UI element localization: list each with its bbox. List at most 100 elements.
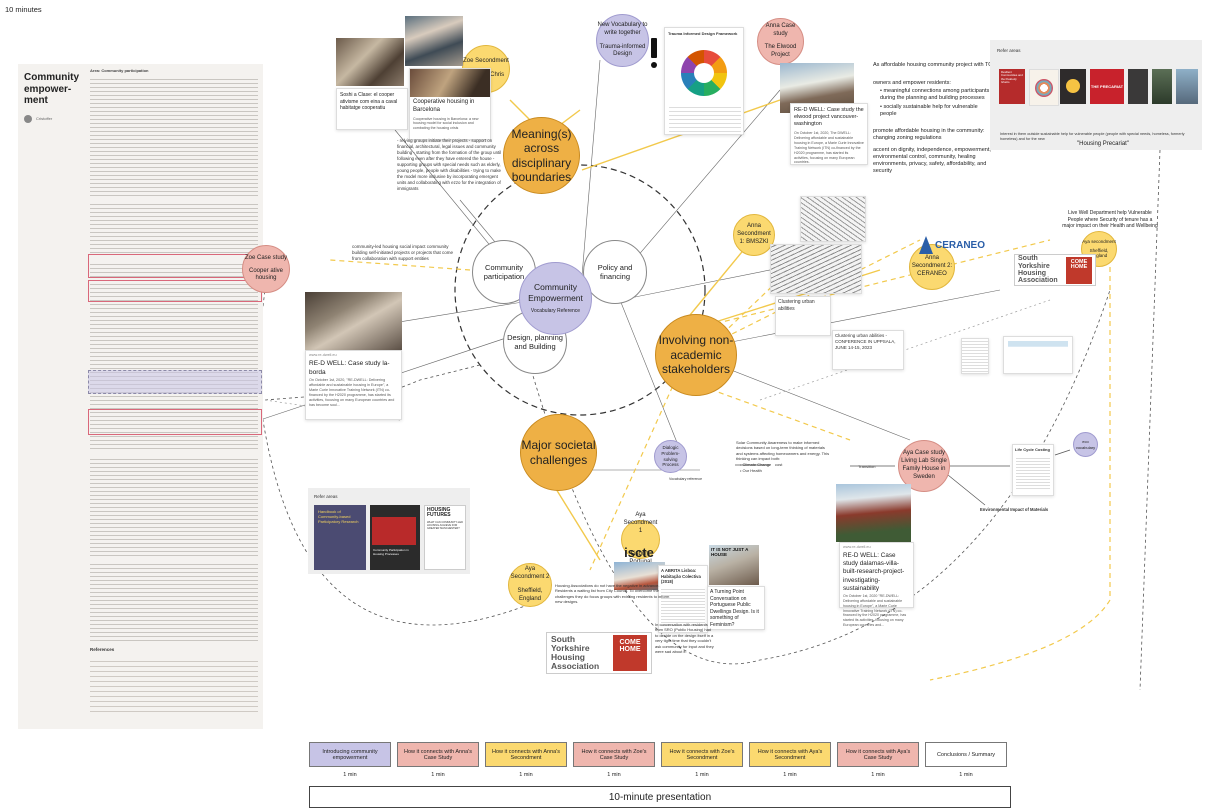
zoe-article-card-1[interactable]: Soshi a Clase: el cooper ativisme com ei…	[336, 88, 408, 130]
book-left-3: HOUSING FUTURES WHAT CAN COMMUNITY-LED H…	[424, 505, 466, 570]
circle-meaning[interactable]: Meaning(s) across disciplinary boundarie…	[503, 117, 580, 194]
zoe-case-photo	[305, 292, 402, 350]
circle-major-challenges[interactable]: Major societal challenges	[520, 414, 597, 491]
document-title: Community empower-ment	[24, 72, 79, 106]
lisbon-article-card[interactable]: A ABRITA Lisboa: Habitação Colectiva (20…	[658, 565, 708, 633]
anna-ceraneo-card-2[interactable]: Clustering urban abilities - CONFERENCE …	[832, 330, 904, 370]
solar-point-2: • Our Health	[740, 468, 762, 473]
solar-point-1: • Climate Change	[740, 462, 772, 467]
highlight-box-4	[88, 409, 262, 435]
book-right-7	[1176, 69, 1198, 104]
lisbon-photo	[614, 562, 665, 590]
timeline-step-3[interactable]: How it connects with Anna's Secondment	[485, 742, 567, 767]
time-label: 10 minutes	[5, 5, 42, 14]
anna-notes-2: • meaningful connections among participa…	[880, 88, 990, 102]
document-panel[interactable]: Community empower-ment Cristoffer Area: …	[18, 64, 263, 729]
highlight-box-1	[88, 254, 262, 278]
timeline-duration-3: 1 min	[519, 772, 533, 778]
highlight-box-3	[88, 370, 262, 394]
env-impact-label: Environmental Impact of Materials	[980, 507, 1049, 512]
zoe-photo-1	[336, 38, 404, 86]
circle-aya-case[interactable]: Aya Case study Living Lab Single Family …	[898, 440, 950, 492]
anna-sketch-2	[770, 244, 862, 294]
turning-point-card[interactable]: A Turning Point Conversation on Portugue…	[707, 586, 765, 630]
live-well-text: Live Well Department help Vulnerable Peo…	[1062, 210, 1158, 229]
screenshot-thumb-2	[1003, 336, 1073, 374]
document-heading: Area: Community participation	[90, 68, 149, 73]
book-right-1: Resilient Communities and the Peabody Gh…	[999, 69, 1025, 104]
timeline-step-4[interactable]: How it connects with Zoe's Case Study	[573, 742, 655, 767]
book-right-5	[1128, 69, 1148, 104]
anna-notes-1: owners and empower residents:	[873, 80, 951, 86]
document-body: References	[90, 76, 258, 718]
timeline-duration-1: 1 min	[343, 772, 357, 778]
trauma-informed-card[interactable]: Trauma Informed Design Framework	[664, 27, 744, 135]
zoe-secondment-notes: - relying groups initiate their projects…	[397, 138, 502, 191]
trauma-card-text	[669, 104, 741, 132]
life-cycle-card[interactable]: Life Cycle Costing	[1012, 444, 1054, 496]
exclamation-dot-icon	[651, 62, 657, 68]
circle-community-empowerment[interactable]: Community Empowerment Vocabulary Referen…	[519, 262, 592, 335]
aya-case-photo	[836, 484, 911, 542]
book-right-3	[1060, 69, 1086, 104]
circle-anna-secondment-1[interactable]: Anna Secondment 1: BMSZKI	[733, 214, 775, 256]
circle-policy-financing[interactable]: Policy and financing	[583, 240, 647, 304]
author-avatar	[24, 115, 32, 123]
circle-eco-vocabulary[interactable]: eco vocabulary	[1073, 432, 1098, 457]
aya-case-article-card[interactable]: www.re-dwell.eu RE-D WELL: Case study da…	[839, 542, 914, 627]
footer-presentation-label: 10-minute presentation	[309, 786, 1011, 808]
solar-point-cost: cost	[775, 462, 783, 467]
not-just-house-photo: IT IS NOT JUST A HOUSE	[709, 545, 759, 585]
book-right-4: THE PRECARIAT	[1090, 69, 1124, 104]
solar-awareness-text: Solar Community Awareness to make inform…	[736, 440, 830, 462]
timeline-step-7[interactable]: How it connects with Aya's Case Study	[837, 742, 919, 767]
references-heading: References	[90, 647, 115, 652]
anna-notes-3: • socially sustainable help for vulnerab…	[880, 104, 978, 118]
aya-secondment-notes: Housing Associations do not have the neg…	[555, 583, 670, 605]
highlight-box-2	[88, 280, 262, 302]
timeline-step-8[interactable]: Conclusions / Summary	[925, 742, 1007, 767]
timeline-step-1[interactable]: Introducing community empowerment	[309, 742, 391, 767]
syha-logo-bottom: South Yorkshire Housing Association COME…	[546, 632, 652, 674]
anna-article-card[interactable]: RE-D WELL: Case study the elwood project…	[790, 103, 868, 165]
anna-notes-4: promote affordable housing in the commun…	[873, 128, 985, 142]
book-left-1: Handbook of Community-based Participator…	[314, 505, 366, 570]
book-right-2	[1029, 69, 1059, 106]
syha-logo-right: South Yorkshire Housing Association COME…	[1014, 254, 1096, 286]
author-name: Cristoffer	[36, 116, 53, 121]
zoe-case-article-card[interactable]: www.re-dwell.eu RE-D WELL: Case study la…	[305, 350, 402, 420]
trauma-wheel-icon	[681, 50, 727, 96]
timeline-duration-5: 1 min	[695, 772, 709, 778]
anna-sketch-1	[800, 196, 866, 242]
aya-secondment-notes-2: In conversation with residents from SRO …	[655, 622, 714, 654]
zoe-case-notes: community-led housing social impact comm…	[352, 244, 454, 262]
anna-ceraneo-card-1[interactable]: Clustering urban abilities	[775, 296, 831, 336]
dashed-ring	[454, 164, 706, 416]
circle-dialogic[interactable]: Dialogic Problem-solving Process	[654, 440, 687, 473]
transition-label: Transition	[858, 464, 876, 469]
ceraneo-logo: CERANEO	[919, 234, 987, 256]
circle-involving[interactable]: Involving non-academic stakeholders	[655, 314, 737, 396]
ceraneo-logo-icon	[919, 236, 933, 254]
timeline-step-5[interactable]: How it connects with Zoe's Secondment	[661, 742, 743, 767]
anna-notes-title: As affordable housing community project …	[873, 62, 993, 68]
zoe-article-card-2[interactable]: Cooperative housing in Barcelona Coopera…	[409, 68, 491, 140]
timeline-duration-4: 1 min	[607, 772, 621, 778]
timeline-duration-7: 1 min	[871, 772, 885, 778]
timeline-step-6[interactable]: How it connects with Aya's Secondment	[749, 742, 831, 767]
timeline-duration-8: 1 min	[959, 772, 973, 778]
book-left-2: Community Participation in Housing Proce…	[370, 505, 420, 570]
book-right-6	[1152, 69, 1172, 104]
anna-notes-5: accent on dignity, independence, empower…	[873, 147, 991, 175]
refer-areas-left-panel[interactable]: Refer areas Handbook of Community-based …	[308, 488, 470, 574]
timeline-step-2[interactable]: How it connects with Anna's Case Study	[397, 742, 479, 767]
screenshot-thumb-1	[961, 338, 989, 374]
refer-areas-right-panel[interactable]: Refer areas Resilient Communities and th…	[990, 40, 1202, 150]
dialogic-sub: Vocabulary reference	[669, 477, 703, 481]
